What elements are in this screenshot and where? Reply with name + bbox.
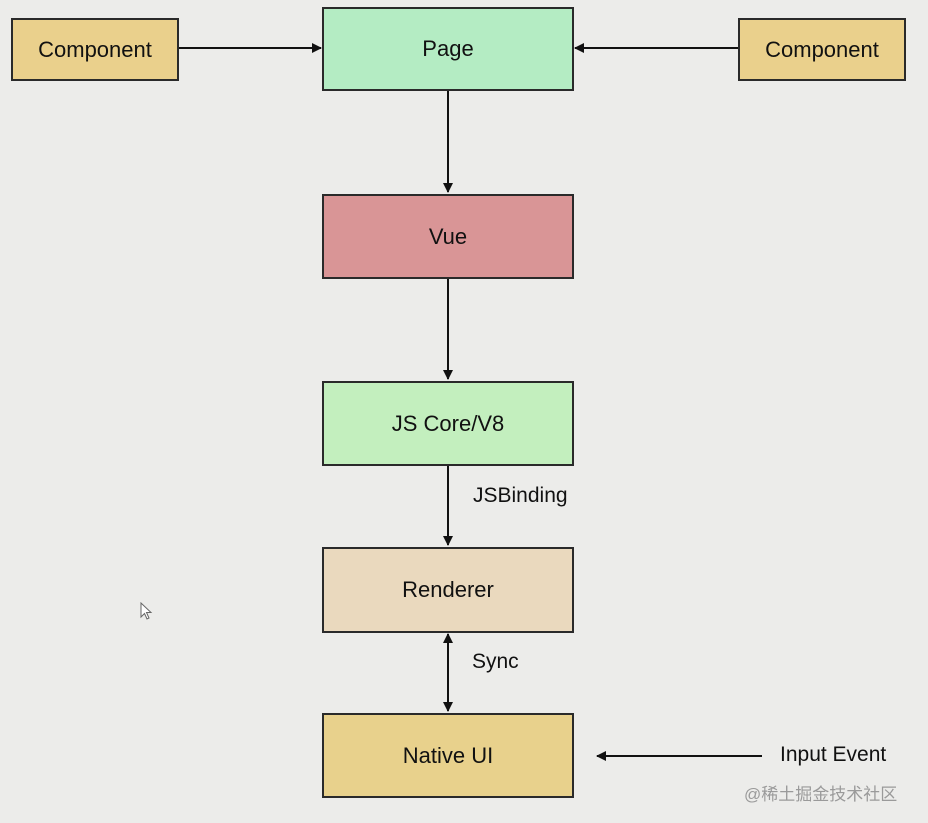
component-right-node: Component <box>738 18 906 81</box>
js-core-label: JS Core/V8 <box>391 410 505 436</box>
component-right-label: Component <box>765 36 879 62</box>
component-left-node: Component <box>11 18 179 81</box>
page-label: Page <box>422 36 474 61</box>
mouse-cursor-icon <box>140 602 153 620</box>
renderer-label: Renderer <box>402 577 494 602</box>
native-ui-label: Native UI <box>402 742 494 768</box>
vue-node: Vue <box>322 194 574 279</box>
jsbinding-label: JSBinding <box>473 484 568 507</box>
vue-label: Vue <box>428 223 468 249</box>
sync-label: Sync <box>472 650 519 673</box>
renderer-node: Renderer <box>322 547 574 633</box>
native-ui-node: Native UI <box>322 713 574 798</box>
watermark-text: @稀土掘金技术社区 <box>744 785 898 804</box>
component-left-label: Component <box>38 36 152 62</box>
page-node: Page <box>322 7 574 91</box>
js-core-node: JS Core/V8 <box>322 381 574 466</box>
input-event-label: Input Event <box>780 743 887 766</box>
